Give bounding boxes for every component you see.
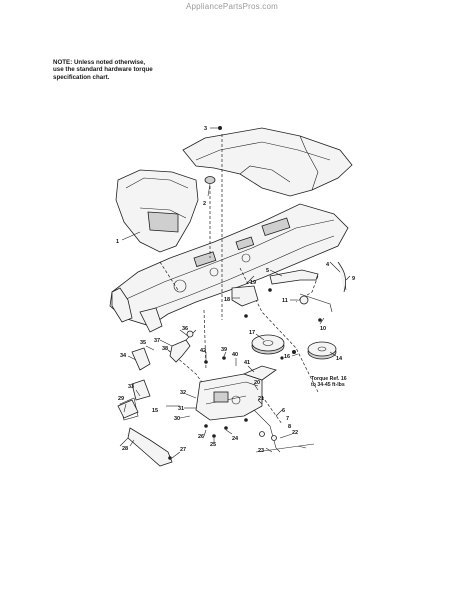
note-line-3: specification chart. bbox=[53, 73, 110, 81]
callout-30: 30 bbox=[174, 416, 180, 422]
brake-pedal-part bbox=[117, 399, 173, 467]
callout-18: 18 bbox=[224, 297, 230, 303]
callout-25: 25 bbox=[210, 442, 216, 448]
callout-42: 42 bbox=[200, 348, 206, 354]
callout-6: 6 bbox=[282, 408, 285, 414]
callout-26: 26 bbox=[198, 434, 204, 440]
torque-line-2: to 34-45 ft-lbs bbox=[311, 382, 345, 389]
callout-5: 5 bbox=[266, 268, 269, 274]
callout-28: 28 bbox=[122, 446, 128, 452]
torque-reference-note: Torque Ref. 16 to 34-45 ft-lbs bbox=[311, 376, 367, 389]
callout-20: 20 bbox=[254, 380, 260, 386]
callout-21: 21 bbox=[258, 396, 264, 402]
callout-37: 37 bbox=[154, 338, 160, 344]
callout-7: 7 bbox=[286, 416, 289, 422]
callout-33: 33 bbox=[128, 384, 134, 390]
dash-panel-part bbox=[115, 169, 199, 253]
note-line-2: use the standard hardware torque bbox=[53, 66, 153, 74]
callout-40: 40 bbox=[232, 352, 238, 358]
callout-16: 16 bbox=[284, 354, 290, 360]
callout-41: 41 bbox=[244, 360, 250, 366]
callout-36: 36 bbox=[182, 326, 188, 332]
callout-4: 4 bbox=[326, 262, 330, 268]
torque-line-1: Torque Ref. 16 bbox=[311, 376, 347, 382]
callout-34: 34 bbox=[120, 353, 127, 359]
callout-17: 17 bbox=[249, 330, 255, 336]
callout-9: 9 bbox=[352, 276, 355, 282]
pedal-bracket-assembly-part bbox=[195, 365, 277, 421]
callout-19: 19 bbox=[250, 280, 256, 286]
drive-pulley-part bbox=[307, 341, 337, 360]
hardware-torque-note: NOTE: Unless noted otherwise, use the st… bbox=[53, 59, 203, 81]
note-line-1: NOTE: Unless noted otherwise, bbox=[53, 59, 146, 66]
callout-2: 2 bbox=[203, 201, 206, 207]
shift-rod-part bbox=[169, 329, 197, 363]
callout-1: 1 bbox=[116, 239, 119, 245]
callout-23: 23 bbox=[258, 448, 264, 454]
watermark: AppliancePartsPros.com bbox=[186, 2, 278, 11]
brake-linkage-part bbox=[231, 261, 347, 322]
callout-11: 11 bbox=[282, 298, 288, 304]
callout-27: 27 bbox=[180, 447, 186, 453]
callout-39: 39 bbox=[221, 347, 227, 353]
main-frame-part bbox=[109, 203, 349, 333]
callout-22: 22 bbox=[292, 430, 298, 436]
callout-3: 3 bbox=[204, 126, 207, 132]
callout-15: 15 bbox=[152, 408, 158, 414]
callout-29: 29 bbox=[118, 396, 124, 402]
callout-24: 24 bbox=[232, 436, 239, 442]
callout-8: 8 bbox=[288, 424, 291, 430]
callout-35: 35 bbox=[140, 340, 146, 346]
pedal-arm-part bbox=[119, 347, 151, 421]
control-rod-part bbox=[253, 409, 315, 453]
callout-10: 10 bbox=[320, 326, 326, 332]
callout-38: 38 bbox=[162, 346, 168, 352]
fender-pan-part bbox=[182, 127, 353, 197]
callout-14: 14 bbox=[336, 356, 343, 362]
callout-31: 31 bbox=[178, 406, 184, 412]
idler-pulley-part bbox=[251, 334, 285, 355]
callout-32: 32 bbox=[180, 390, 186, 396]
